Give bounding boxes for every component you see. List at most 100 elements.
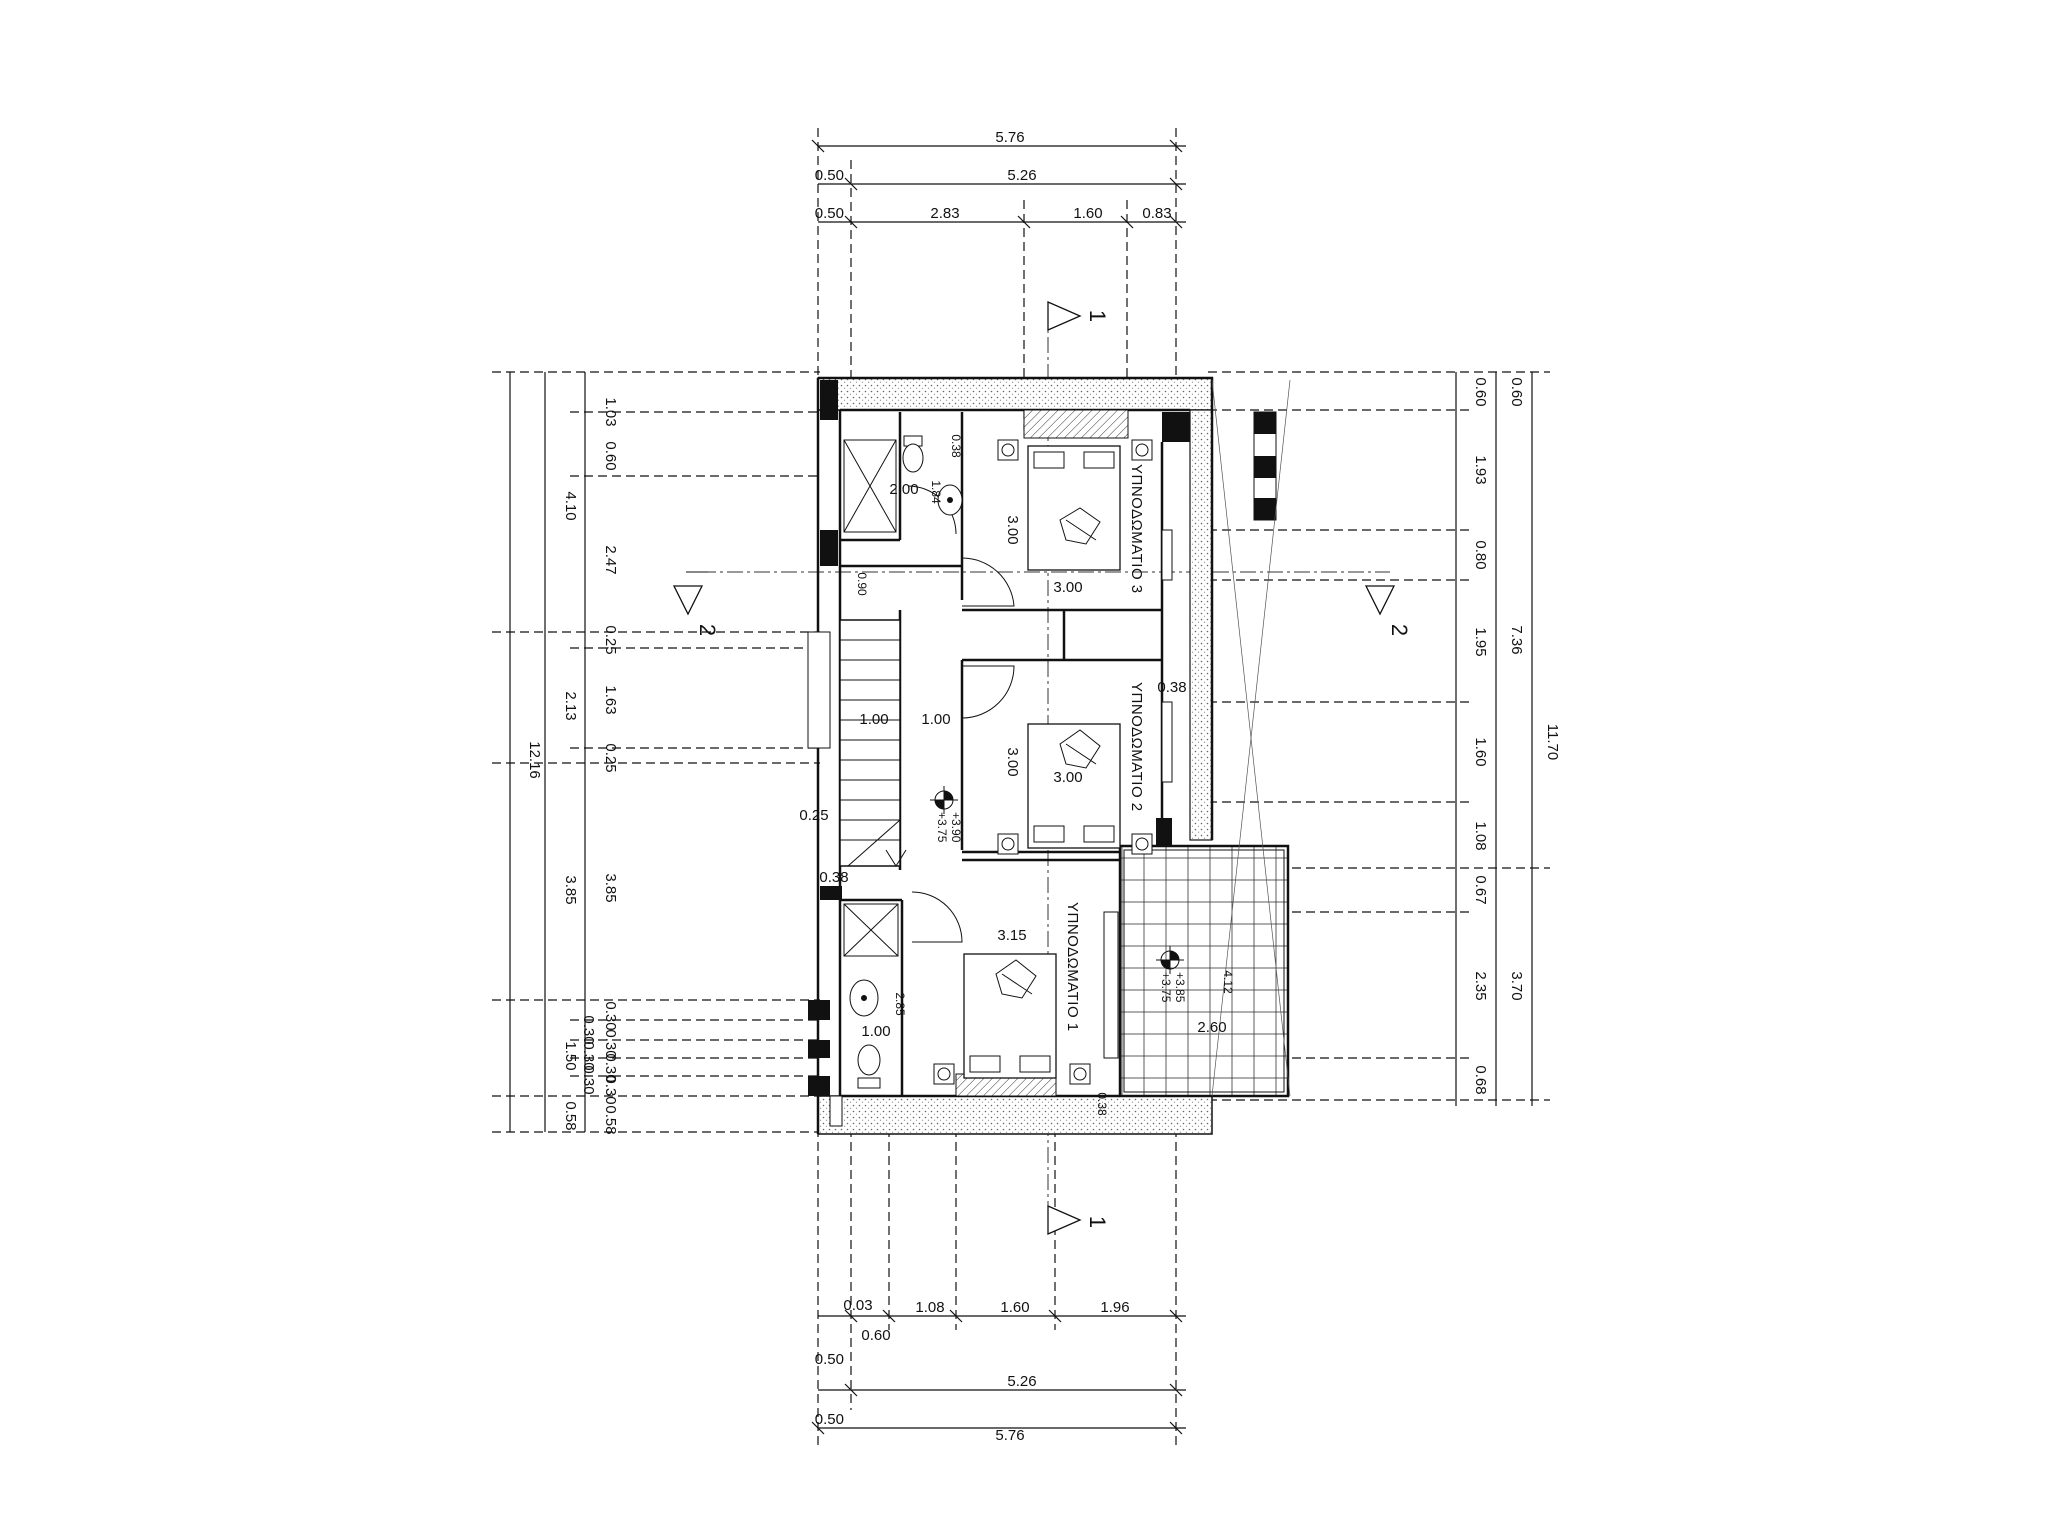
dim-left-outer: 4.10	[562, 491, 579, 520]
dim-left-total: 12.16	[526, 741, 543, 779]
dim-bottom-seg: 1.60	[1000, 1299, 1029, 1316]
dim-hall: 1.00	[859, 711, 888, 728]
dim-bottom-offset: 0.50	[815, 1411, 844, 1428]
dim-right-inner: 1.95	[1472, 627, 1489, 656]
dim-right-inner: 0.67	[1472, 875, 1489, 904]
bed-icon	[997, 723, 1153, 855]
room-label-bedroom-1: ΥΠΝΟΔΩΜΑΤΙΟ 1	[1064, 902, 1081, 1032]
bottom-dimensions: 0.03 0.60 1.08 1.60 1.96 0.50 5.26 0.50 …	[815, 1297, 1130, 1444]
dim-left-inner: 0.25	[602, 625, 619, 654]
dim-room2-depth: 3.00	[1004, 747, 1021, 776]
dim-wc: 2.00	[889, 481, 918, 498]
dim-bottom-seg: 1.08	[915, 1299, 944, 1316]
shower-icon	[843, 439, 897, 533]
dim-top-seg: 2.83	[930, 205, 959, 222]
dim-right-inner: 0.68	[1472, 1065, 1489, 1094]
section-marker-icon	[672, 571, 708, 616]
level-upper: +3.85	[1173, 972, 1187, 1003]
dim-room3-depth: 3.00	[1004, 515, 1021, 544]
bed-icon	[997, 439, 1153, 571]
dim-bottom-small: 0.03	[843, 1297, 872, 1314]
dim-top-offset: 0.50	[815, 167, 844, 184]
dim-top-offset: 0.50	[815, 205, 844, 222]
dim-left-inner: 0.30	[602, 1029, 619, 1058]
dim-room1-width: 3.15	[997, 927, 1026, 944]
dim-left-inner: 1.63	[602, 685, 619, 714]
dim-small: 0.38	[1157, 679, 1186, 696]
dim-bottom-seg: 1.96	[1100, 1299, 1129, 1316]
dim-top-seg: 1.60	[1073, 205, 1102, 222]
dim-balcony: 2.60	[1197, 1019, 1226, 1036]
dim-right-mid: 3.70	[1508, 971, 1525, 1000]
dim-right-inner: 0.80	[1472, 540, 1489, 569]
dim-left-inner: 0.30	[580, 1015, 597, 1044]
section-marker-icon	[1364, 585, 1396, 616]
level-labels: +3.90 +3.75 +3.85 +3.75	[935, 812, 1187, 1003]
balcony	[1118, 379, 1291, 1098]
section-label: 1	[1085, 310, 1110, 322]
dim-bath: 1.00	[861, 1023, 890, 1040]
level-lower: +3.75	[1159, 972, 1173, 1003]
dim-right-total: 11.70	[1544, 724, 1561, 760]
dim-left-inner: 0.25	[602, 743, 619, 772]
staircase	[839, 619, 907, 867]
dim-room2-width: 3.00	[1053, 769, 1082, 786]
top-dimensions: 5.76 5.26 0.50 0.50 2.83 1.60 0.83	[815, 129, 1172, 222]
section-marker-icon	[1047, 1205, 1082, 1235]
dim-right-inner: 0.60	[1472, 377, 1489, 406]
toilet-icon	[902, 435, 924, 473]
dim-left-outer: 3.85	[562, 875, 579, 904]
dim-left-inner: 1.03	[602, 397, 619, 426]
dim-top-inner: 5.26	[1007, 167, 1036, 184]
dim-left-inner: 0.30	[580, 1041, 597, 1070]
level-lower: +3.75	[935, 812, 949, 843]
shower-icon	[843, 903, 899, 957]
sink-icon	[849, 979, 879, 1017]
dim-top-seg: 0.83	[1142, 205, 1171, 222]
dim-hall: 1.00	[921, 711, 950, 728]
dim-left-inner: 0.30	[602, 1075, 619, 1104]
sink-icon	[937, 484, 963, 516]
toilet-icon	[857, 1044, 881, 1089]
dim-right-inner: 2.35	[1472, 971, 1489, 1000]
dim-left-outer: 2.13	[562, 691, 579, 720]
dim-left-inner: 0.30	[602, 1001, 619, 1030]
dim-bottom-inner: 5.26	[1007, 1373, 1036, 1390]
dim-bottom-small: 0.60	[861, 1327, 890, 1344]
dim-room3-width: 3.00	[1053, 579, 1082, 596]
dim-right-mid: 7.36	[1508, 625, 1525, 654]
interior-dimensions: 2.00 1.84 0.38 0.90 3.00 3.00 3.00 3.00 …	[799, 434, 1235, 1116]
section-labels: 1 1 2 2	[695, 310, 1412, 1228]
dim-left-inner: 0.60	[602, 441, 619, 470]
dim-bottom-overall: 5.76	[995, 1427, 1024, 1444]
dim-right-inner: 1.08	[1472, 821, 1489, 850]
dim-bath: 2.85	[893, 992, 907, 1016]
right-dimensions: 0.60 1.93 0.80 1.95 1.60 1.08 0.67 2.35 …	[1472, 377, 1561, 1094]
dim-top-overall: 5.76	[995, 129, 1024, 146]
dim-small: 0.38	[1095, 1092, 1109, 1116]
section-marker-icon	[1047, 301, 1082, 331]
dim-left-outer: 0.58	[562, 1101, 579, 1130]
dim-small: 0.90	[855, 572, 869, 596]
room-labels: ΥΠΝΟΔΩΜΑΤΙΟ 3 ΥΠΝΟΔΩΜΑΤΙΟ 2 ΥΠΝΟΔΩΜΑΤΙΟ …	[1064, 464, 1145, 1032]
level-marker-icon	[930, 786, 958, 814]
room-label-bedroom-2: ΥΠΝΟΔΩΜΑΤΙΟ 2	[1128, 682, 1145, 812]
bed-icon	[933, 953, 1091, 1085]
dim-left-outer: 1.50	[562, 1041, 579, 1070]
dimension-lines	[492, 128, 1550, 1446]
dim-right-inner: 1.93	[1472, 455, 1489, 484]
dim-small: 0.38	[819, 869, 848, 886]
section-label: 1	[1085, 1216, 1110, 1228]
level-marker-icon	[1156, 946, 1184, 974]
dim-right-inner: 1.60	[1472, 737, 1489, 766]
dim-left-inner: 0.58	[602, 1105, 619, 1134]
level-upper: +3.90	[949, 812, 963, 843]
dim-balcony: 4.12	[1221, 970, 1235, 994]
dim-wc: 1.84	[929, 480, 943, 504]
dim-left-inner: 0.30	[602, 1053, 619, 1082]
dim-small: 0.25	[799, 807, 828, 824]
section-label: 2	[695, 624, 720, 636]
dim-left-inner: 2.47	[602, 545, 619, 574]
section-label: 2	[1387, 624, 1412, 636]
